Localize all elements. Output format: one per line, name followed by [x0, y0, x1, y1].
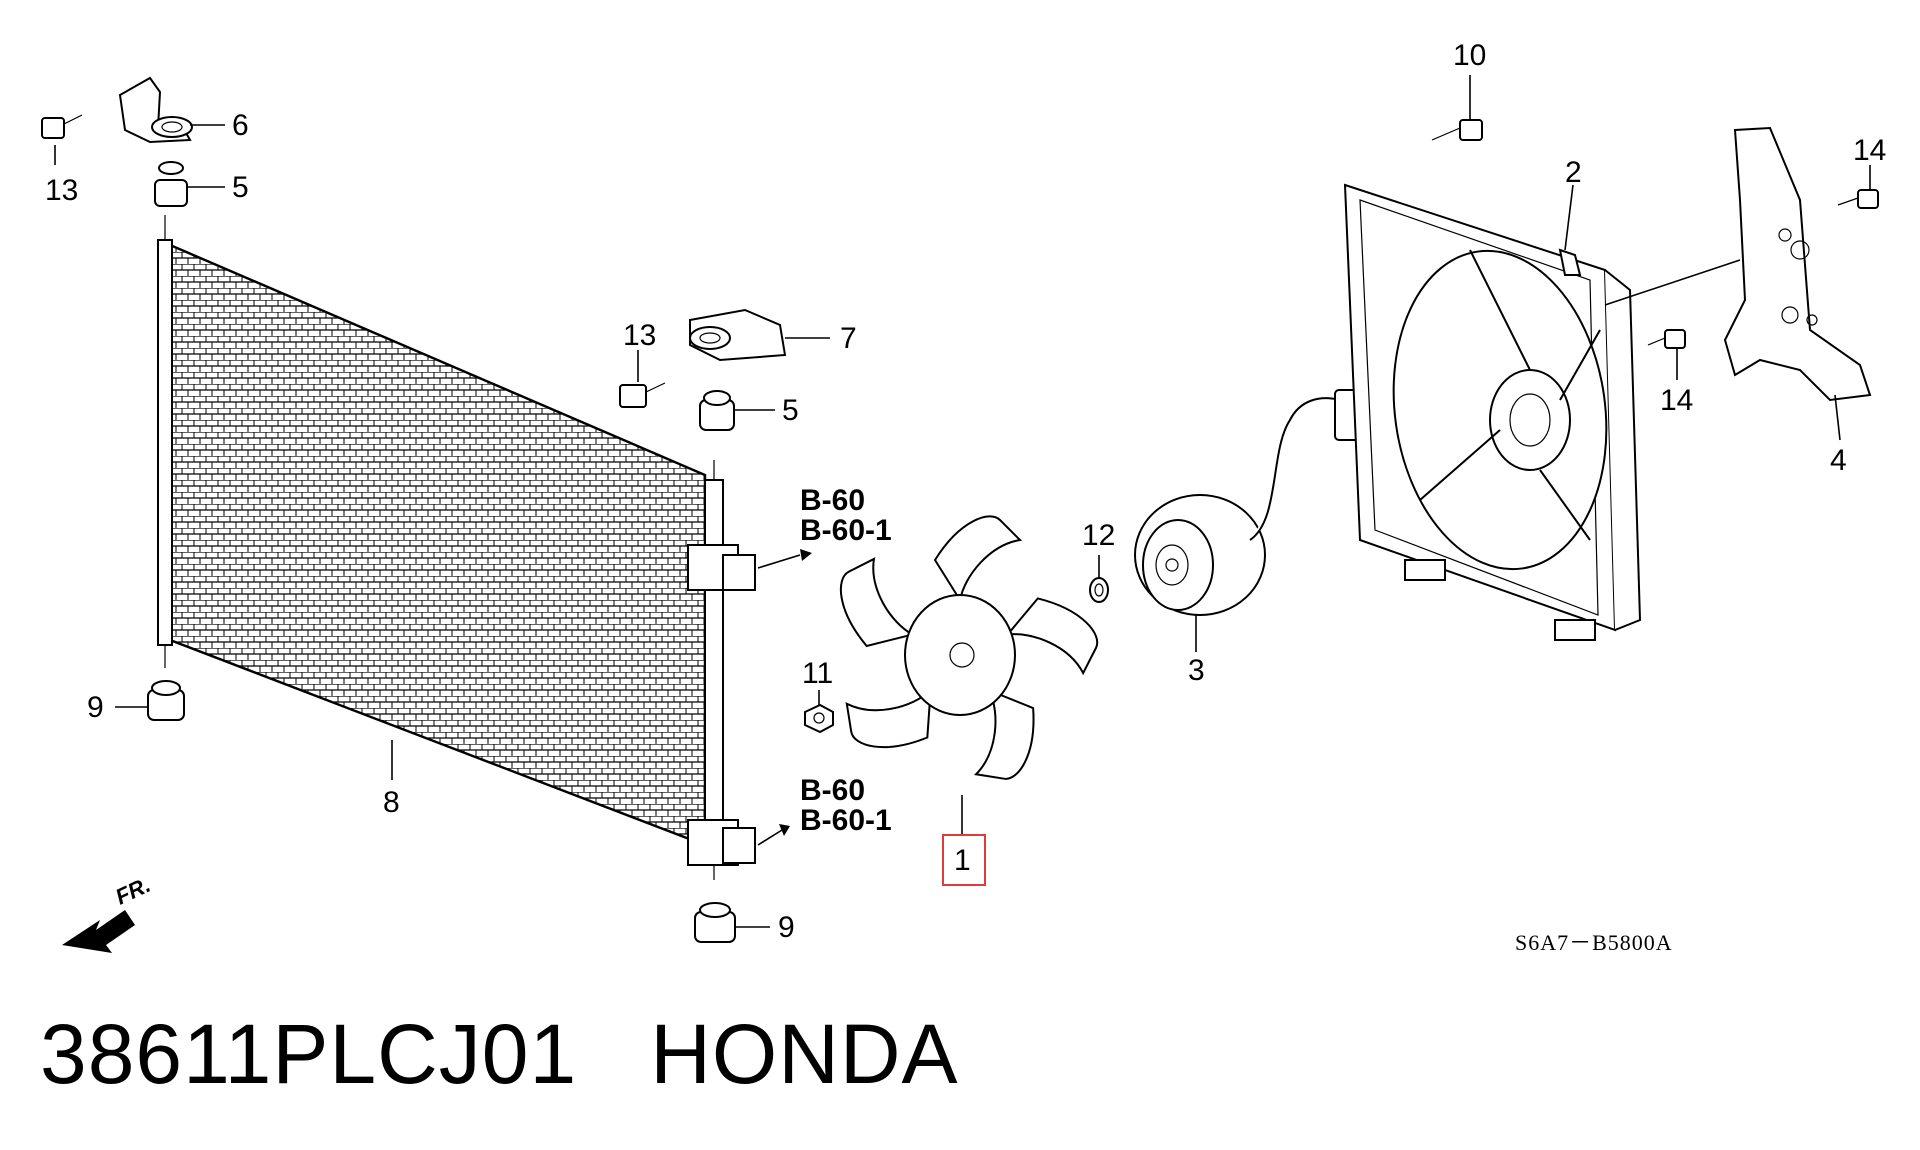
- callout-4: 4: [1830, 444, 1847, 477]
- rubber-mount-5-mid: [699, 390, 735, 431]
- bolt-14-upper: [1837, 189, 1879, 209]
- washer-12: [1089, 577, 1109, 603]
- callout-13-upper-left: 13: [45, 174, 78, 207]
- callout-14-upper: 14: [1853, 134, 1886, 167]
- bolt-14-lower: [1647, 329, 1686, 349]
- fan-shroud: [1343, 183, 1642, 641]
- callout-5-upper: 5: [232, 171, 249, 204]
- callout-14-lower: 14: [1660, 384, 1693, 417]
- diagram-code: S6A7－B5800A: [1515, 930, 1673, 955]
- reference-bottom-1: B-60: [800, 774, 865, 807]
- shroud-bracket: [1723, 126, 1872, 402]
- callout-8: 8: [383, 786, 400, 819]
- front-label: FR.: [112, 872, 155, 910]
- part-number: 38611PLCJ01: [40, 1007, 578, 1101]
- rubber-mount-9-bottom: [694, 902, 736, 943]
- front-arrow: FR.: [62, 872, 154, 953]
- callout-11: 11: [802, 657, 833, 690]
- rubber-mount-9-left: [147, 680, 185, 721]
- bolt-13-upper-left: [41, 114, 83, 139]
- fan-blade: [839, 515, 1099, 780]
- bolt-10: [1431, 119, 1483, 141]
- upper-left-bracket: [118, 76, 193, 144]
- leader-lines: [54, 75, 1871, 928]
- callout-10: 10: [1453, 39, 1486, 72]
- nut-11: [804, 703, 834, 734]
- rubber-mount-5-upper: [154, 161, 188, 207]
- callout-13-mid: 13: [623, 319, 656, 352]
- mid-bracket: [689, 308, 787, 362]
- brand-name: HONDA: [650, 1007, 959, 1101]
- callout-12: 12: [1082, 519, 1115, 552]
- callout-7: 7: [840, 322, 857, 355]
- callout-9-left: 9: [87, 691, 104, 724]
- callout-6: 6: [232, 109, 249, 142]
- reference-top-2: B-60-1: [800, 514, 892, 547]
- footer-title: 38611PLCJ01 HONDA: [40, 1012, 959, 1096]
- callout-9-bottom: 9: [778, 911, 795, 944]
- highlight-box: [942, 834, 986, 886]
- fan-motor: [1134, 389, 1391, 616]
- callout-5-mid: 5: [782, 394, 799, 427]
- callout-1: 1: [954, 844, 971, 877]
- condenser: [157, 215, 756, 880]
- reference-top-1: B-60: [800, 484, 865, 517]
- reference-bottom-2: B-60-1: [800, 804, 892, 837]
- callout-2: 2: [1565, 156, 1582, 189]
- bolt-13-mid: [619, 382, 666, 408]
- callout-3: 3: [1188, 654, 1205, 687]
